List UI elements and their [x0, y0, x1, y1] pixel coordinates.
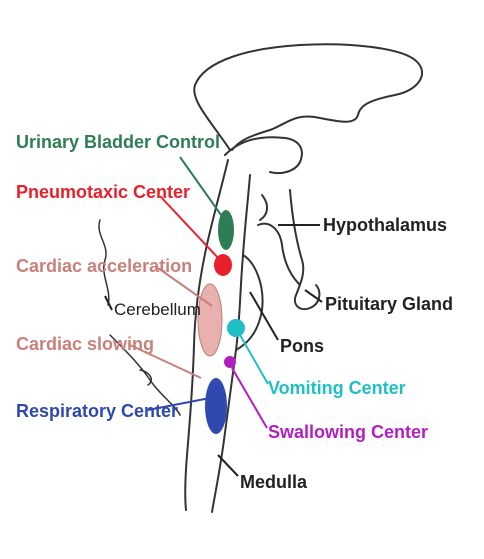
pituitary-stalk-outline [289, 189, 321, 311]
label-cardiac-acceleration: Cardiac acceleration [16, 256, 192, 276]
label-pneumotaxic-center: Pneumotaxic Center [16, 182, 190, 202]
medulla-leader [217, 454, 239, 477]
cerebellum-lower-outline [109, 334, 181, 416]
cerebrum-outline [193, 43, 424, 151]
pons-leader [249, 291, 279, 341]
swallowing-center-region [224, 356, 236, 368]
urinary-bladder-control-region [218, 210, 234, 250]
urinary-leader [179, 156, 227, 223]
cerebellum-outline [98, 219, 110, 306]
respiratory-center-region [205, 378, 227, 434]
label-respiratory-center: Respiratory Center [16, 401, 178, 421]
label-pituitary-gland: Pituitary Gland [325, 294, 453, 314]
pituitary-leader [304, 289, 323, 303]
cerebellum-detail [139, 369, 152, 386]
label-hypothalamus: Hypothalamus [323, 215, 447, 235]
midbrain-outline [259, 194, 268, 221]
brain-outline [98, 43, 424, 513]
brainstem-left-edge [184, 159, 229, 511]
swallowing-leader [231, 367, 268, 429]
cardiac-slowing-leader [129, 344, 202, 379]
vomiting-center-region [227, 319, 245, 337]
label-cardiac-slowing: Cardiac slowing [16, 334, 154, 354]
label-vomiting-center: Vomiting Center [268, 378, 406, 398]
respiratory-leader [147, 397, 211, 411]
cerebellum-leader [104, 295, 113, 311]
label-cerebellum: Cerebellum [114, 300, 201, 319]
leader-lines [104, 156, 323, 477]
pneumotaxic-leader [159, 195, 221, 261]
label-swallowing-center: Swallowing Center [268, 422, 428, 442]
cardiac-acceleration-leader [157, 267, 213, 307]
vomiting-leader [239, 334, 269, 385]
cardiac-region [197, 283, 223, 357]
hypothalamus-outline [257, 222, 301, 286]
label-urinary-bladder-control: Urinary Bladder Control [16, 132, 220, 152]
corpus-callosum-outline [224, 136, 303, 175]
label-medulla: Medulla [240, 472, 308, 492]
label-pons: Pons [280, 336, 324, 356]
